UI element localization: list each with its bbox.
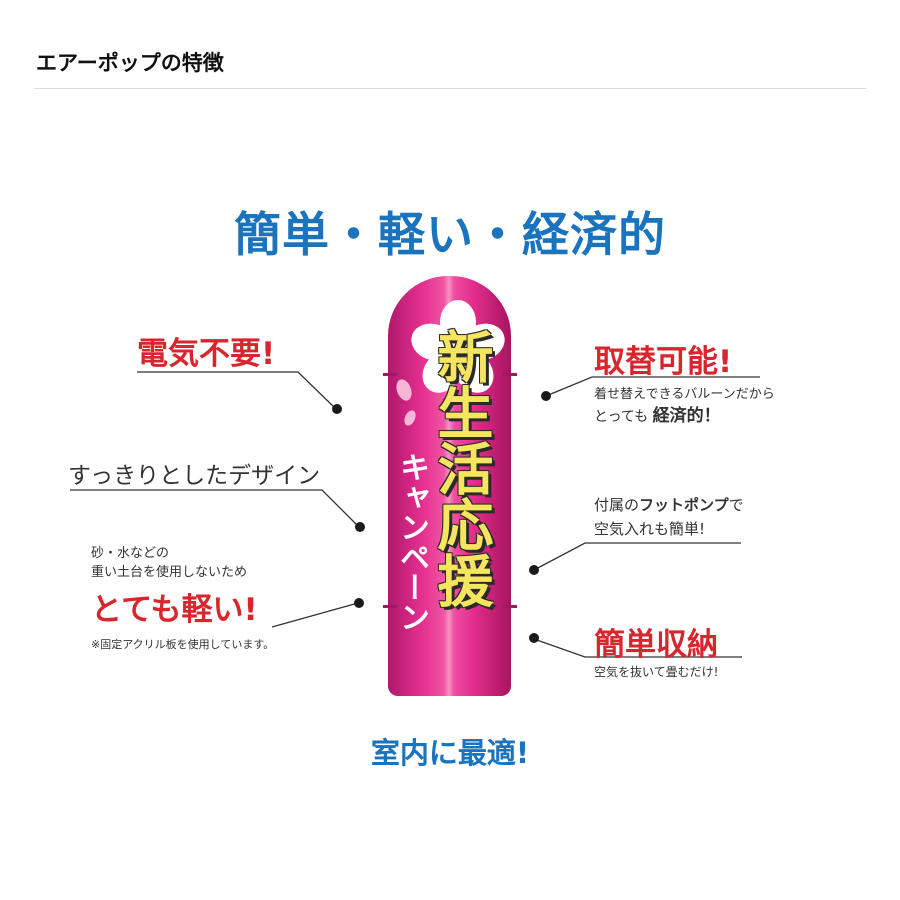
balloon-band [383, 373, 397, 376]
feature-storage-line1: 空気を抜いて畳むだけ! [594, 665, 719, 679]
balloon-sub-text: キャンペーン [394, 452, 429, 632]
feature-no-power-title: 電気不要! [137, 336, 276, 372]
marker-dot [529, 565, 539, 575]
feature-storage-title: 簡単収納 [594, 627, 718, 663]
feature-slim-title: すっきりとしたデザイン [68, 463, 321, 489]
feature-replaceable-line1: 着せ替えできるバルーンだから [594, 387, 775, 402]
cherry-blossom-icon [411, 300, 505, 393]
marker-dot [529, 633, 539, 643]
divider [34, 88, 867, 89]
feature-pump-line1: 付属のフットポンプで [594, 494, 744, 515]
leader-slim [70, 489, 360, 528]
balloon-band [383, 605, 397, 608]
balloon-main-text: 新生活応援 [428, 328, 493, 608]
footer-tagline: 室内に最適! [370, 736, 530, 770]
feature-replaceable-title: 取替可能! [594, 344, 733, 380]
balloon-band [503, 605, 517, 608]
leader-no-power [137, 371, 337, 410]
feature-light-note-1: 砂・水などの [91, 546, 170, 561]
balloon-highlight [444, 276, 454, 696]
leader-pump [533, 542, 741, 571]
marker-dot [354, 598, 364, 608]
feature-light-title: とても軽い! [91, 592, 258, 628]
feature-pump-suffix: で [728, 496, 744, 514]
leader-replaceable [545, 376, 760, 397]
marker-dot [355, 522, 365, 532]
balloon-band [503, 373, 517, 376]
feature-replaceable-emphasis: 経済的！ [652, 406, 721, 426]
feature-replaceable-line2: とっても 経済的！ [594, 401, 721, 426]
marker-dot [541, 391, 551, 401]
feature-light-note-2: 重い土台を使用しないため [91, 565, 248, 580]
feature-pump-line2: 空気入れも簡単! [594, 520, 706, 538]
feature-pump-emphasis: フットポンプ [639, 496, 729, 514]
leader-light [271, 602, 359, 628]
feature-light-footnote: ※固定アクリル板を使用しています。 [91, 638, 275, 651]
feature-pump-prefix: 付属の [594, 496, 640, 514]
leader-storage [533, 638, 742, 658]
feature-replaceable-line2-prefix: とっても [594, 409, 649, 425]
petal-icon [396, 379, 416, 426]
headline: 簡単・軽い・経済的 [234, 208, 666, 263]
marker-dot [332, 404, 342, 414]
section-title: エアーポップの特徴 [36, 51, 224, 75]
